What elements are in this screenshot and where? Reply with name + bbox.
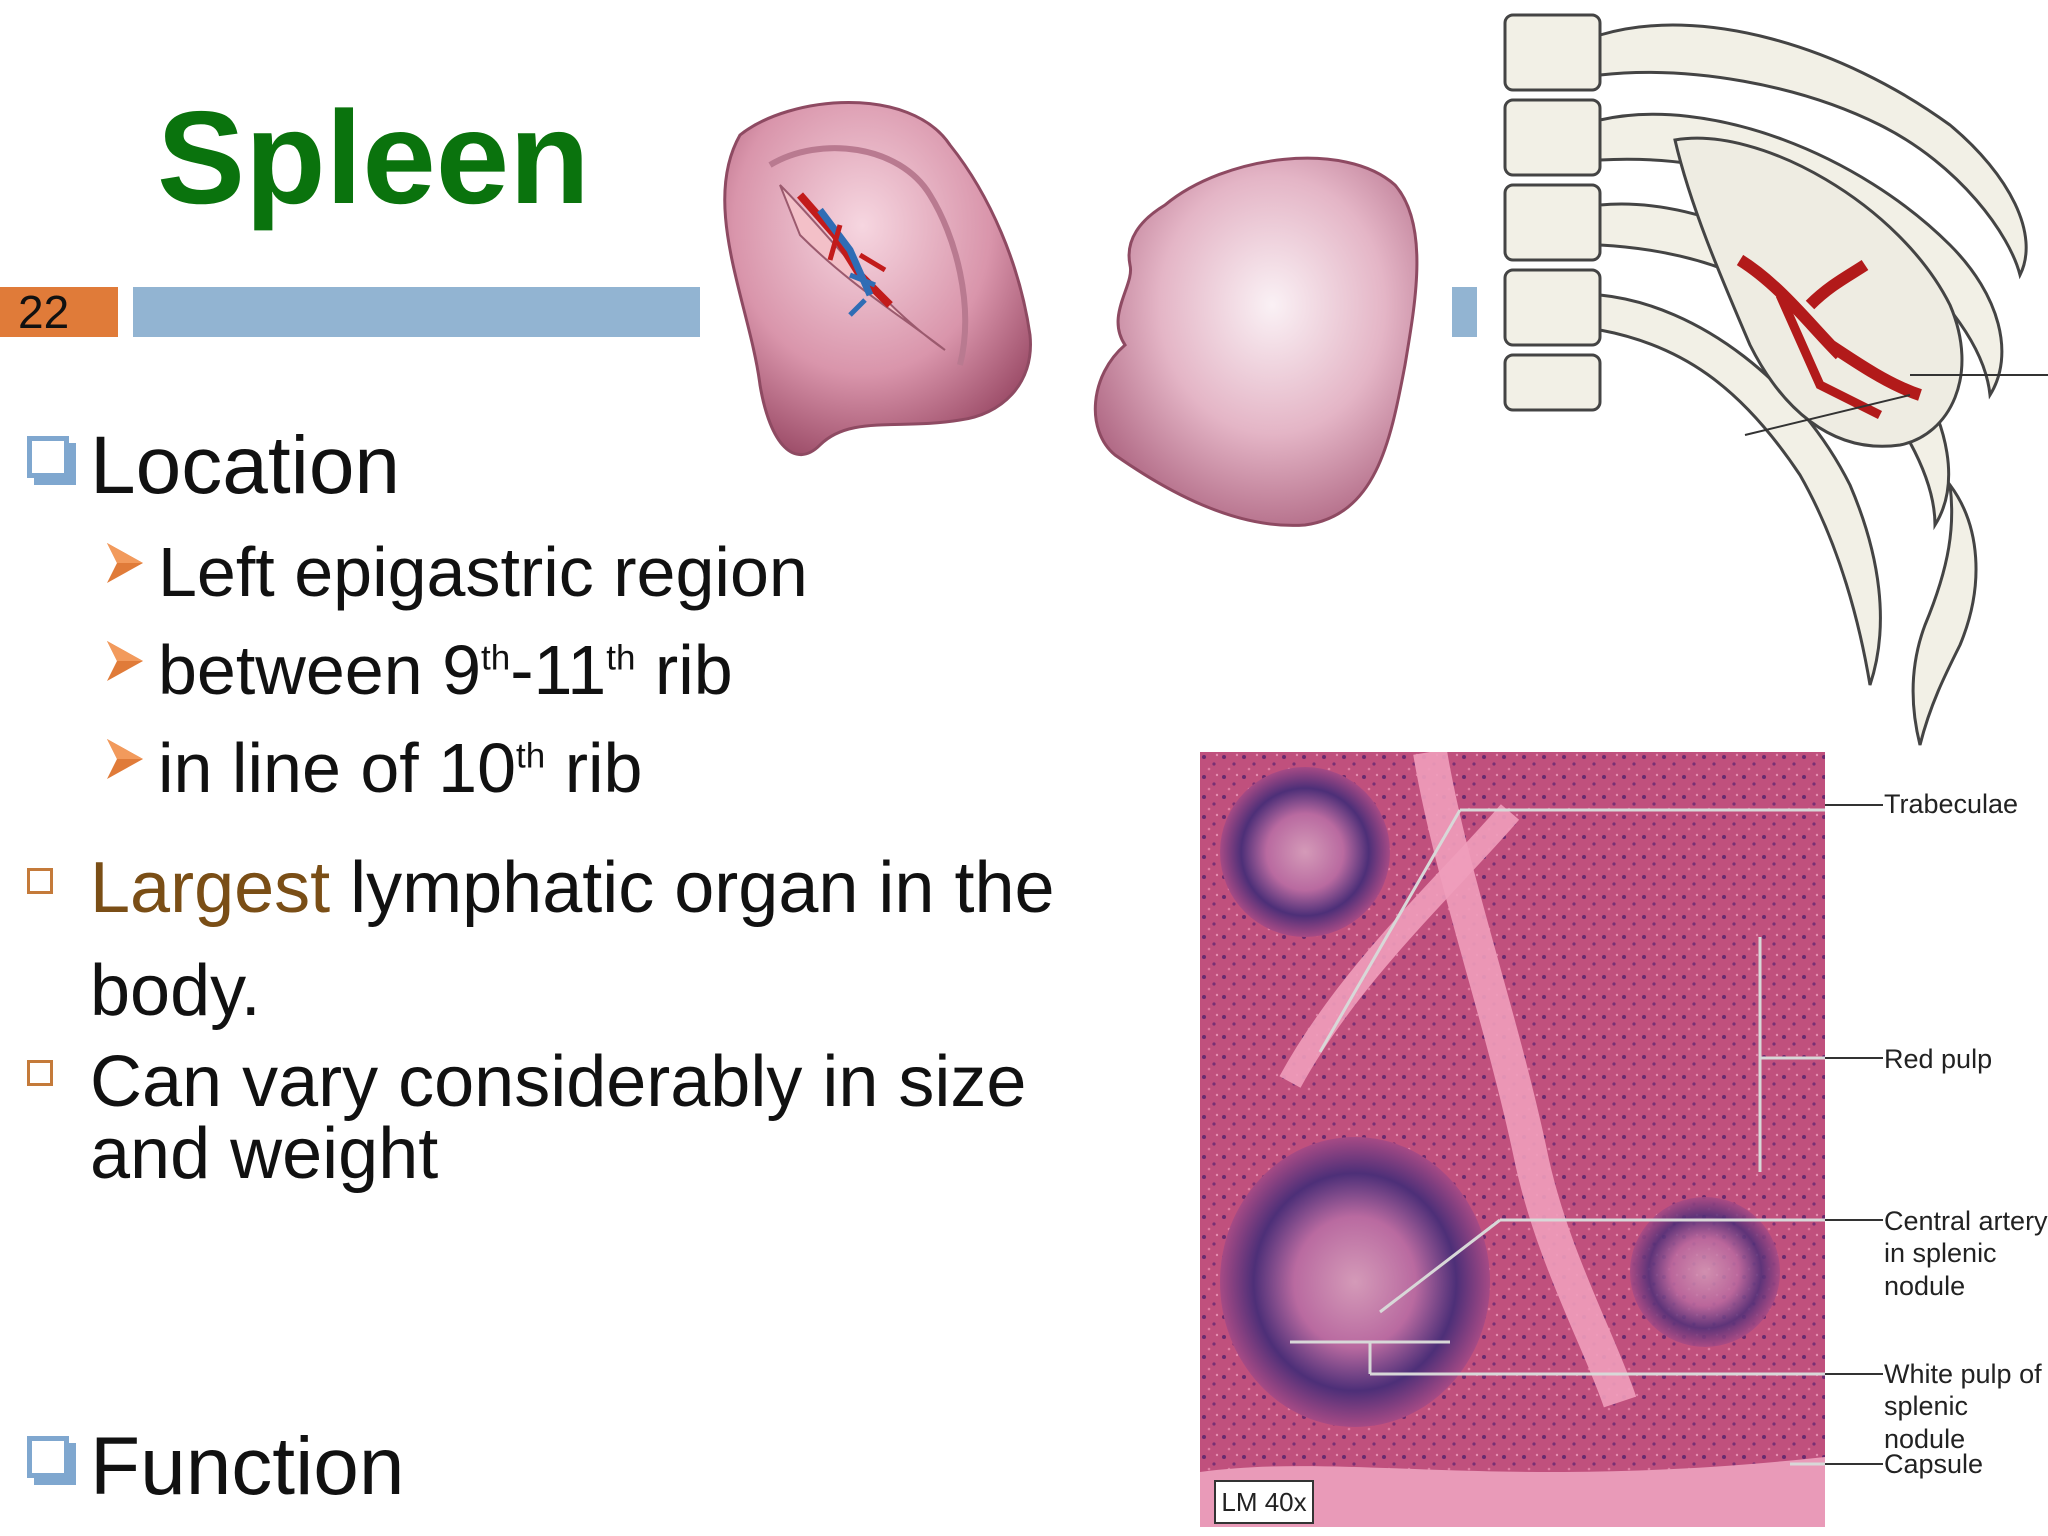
square-bullet-icon (27, 436, 76, 485)
arrow-bullet-icon (107, 543, 143, 583)
location-item-3: in line of 10th rib (158, 733, 643, 803)
location-item-1: Left epigastric region (158, 537, 808, 607)
label-white-pulp-l2: splenic nodule (1884, 1391, 1969, 1454)
fact-largest-line2: body. (90, 951, 261, 1031)
label-central-artery-l3: nodule (1884, 1270, 1966, 1301)
square-bullet-icon (27, 1436, 76, 1485)
label-central-artery-l2: in splenic (1884, 1238, 1997, 1269)
spleen-histology-micrograph (1200, 752, 1825, 1527)
header-bar-right (1452, 287, 1477, 337)
location-item-1-text: Left epigastric region (158, 533, 808, 611)
slide-number: 22 (0, 286, 118, 338)
magnification-text: LM 40x (1221, 1486, 1307, 1517)
small-square-bullet-icon (27, 1060, 53, 1086)
label-leader-lines (1825, 804, 1883, 1465)
fact-largest-line1: Largest lymphatic organ in the (90, 852, 1055, 924)
slide-number-text: 22 (18, 286, 70, 338)
location-item-2-post: rib (635, 631, 733, 709)
label-central-artery: Central artery in splenic nodule (1884, 1205, 2048, 1302)
fact-highlight: Largest (90, 848, 331, 928)
location-item-2-pre: between 9 (158, 631, 482, 709)
label-white-pulp: White pulp of splenic nodule (1884, 1358, 2048, 1455)
fact-rest: lymphatic organ in the (330, 848, 1055, 928)
location-item-2-sup1: th (481, 638, 511, 678)
location-item-2-sup2: th (606, 638, 636, 678)
label-red-pulp: Red pulp (1884, 1044, 1993, 1074)
arrow-bullet-icon (107, 739, 143, 779)
fact-size-line1: Can vary considerably in size (90, 1042, 1027, 1122)
magnification-label: LM 40x (1214, 1480, 1314, 1524)
location-heading: Location (90, 420, 401, 511)
location-item-2-mid: -11 (510, 631, 607, 709)
label-white-pulp-l1: White pulp of (1884, 1359, 2042, 1389)
fact-size-line2: and weight (90, 1114, 439, 1194)
arrow-bullet-icon (107, 641, 143, 681)
location-item-3-pre: in line of 10 (158, 729, 517, 807)
slide-title: Spleen (157, 84, 590, 231)
label-trabeculae: Trabeculae (1884, 789, 2019, 819)
location-item-2: between 9th-11th rib (158, 635, 733, 705)
location-item-3-post: rib (545, 729, 643, 807)
header-bar (133, 287, 700, 337)
label-central-artery-l1: Central artery (1884, 1206, 2048, 1236)
location-item-3-sup1: th (516, 736, 546, 776)
small-square-bullet-icon (27, 868, 53, 894)
spleen-visceral-illustration (723, 101, 1032, 457)
label-capsule: Capsule (1884, 1449, 1984, 1479)
rib-cage-illustration (1503, 13, 2048, 746)
spleen-diaphragmatic-illustration (1093, 156, 1419, 527)
function-heading: Function (90, 1421, 405, 1512)
